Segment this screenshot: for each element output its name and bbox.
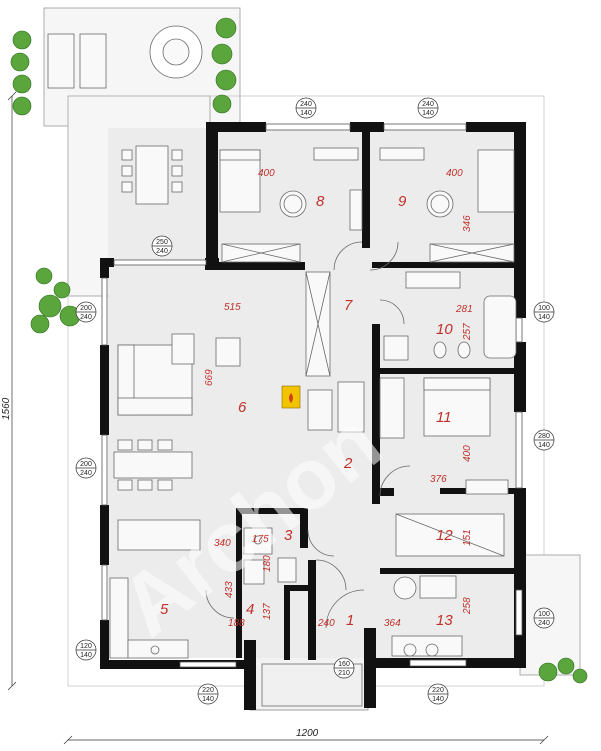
dim-bath-width: 281 [455, 304, 473, 315]
tag-window-living-side-h: 240 [80, 314, 92, 321]
dim-bed8-width: 400 [258, 168, 275, 179]
coffee-table [171, 333, 195, 365]
greenery [10, 17, 588, 684]
bathtub [483, 295, 517, 359]
windows [101, 123, 523, 668]
dim-hall-width: 240 [317, 618, 335, 629]
tag-window-kitchen-w: 120 [80, 643, 92, 650]
tag-window-bed11-h: 140 [538, 442, 550, 449]
room-number-13: 13 [436, 612, 453, 629]
opening-tags [75, 97, 555, 705]
tag-window-living-side-w: 200 [80, 305, 92, 312]
flame-icon [289, 393, 293, 403]
dim-closet-depth: 151 [462, 529, 473, 546]
tag-window-garage-side-h: 240 [538, 620, 550, 627]
furniture [47, 25, 517, 707]
dim-wc-width: 175 [252, 534, 269, 545]
bed-9 [477, 149, 515, 213]
room-number-12: 12 [436, 527, 453, 544]
room-number-8: 8 [316, 193, 325, 210]
room-number-6: 6 [238, 399, 247, 416]
room-number-10: 10 [436, 321, 453, 338]
dim-living-width: 515 [224, 302, 241, 313]
room-number-1: 1 [346, 612, 354, 629]
dim-kitchen-depth: 433 [224, 581, 235, 598]
dim-wc-depth: 180 [262, 555, 273, 572]
tag-window-top-right-w: 240 [422, 101, 434, 108]
dim-bed9-depth: 346 [462, 215, 473, 232]
tag-window-garage-side-w: 100 [538, 611, 550, 618]
room-number-11: 11 [436, 409, 452, 426]
dim-bed11-depth: 400 [462, 445, 473, 462]
room-number-4: 4 [246, 601, 254, 618]
room-number-5: 5 [160, 601, 169, 618]
room-number-7: 7 [344, 297, 353, 314]
overall-dimension-lines [7, 91, 549, 745]
dim-bed11-width: 376 [430, 474, 447, 485]
tag-window-bath-h: 140 [538, 314, 550, 321]
tag-door-entry-h: 210 [338, 670, 350, 677]
terrace-table [135, 145, 169, 205]
tag-door-entry-w: 160 [338, 661, 350, 668]
dining-table [113, 451, 193, 479]
doors [205, 241, 411, 629]
tag-window-top-right-h: 140 [422, 110, 434, 117]
overall-depth: 1560 [1, 397, 12, 420]
tag-window-terrace-w: 250 [156, 239, 168, 246]
tag-window-bottom-right-w: 220 [432, 687, 444, 694]
dim-bath-depth: 257 [462, 323, 473, 341]
dim-garage-width: 364 [384, 618, 401, 629]
room-number-3: 3 [284, 527, 293, 544]
overall-width: 1200 [296, 728, 319, 739]
tag-window-dining-w: 200 [80, 461, 92, 468]
tag-window-top-left-w: 240 [300, 101, 312, 108]
tag-window-bath-w: 100 [538, 305, 550, 312]
dim-utility-depth: 137 [262, 603, 273, 620]
tag-window-bottom-left-w: 220 [202, 687, 214, 694]
dim-garage-depth: 258 [462, 597, 473, 615]
room-dimensions: 400 400 346 515 669 281 257 376 400 151 … [204, 168, 473, 629]
dim-kitchen-width: 340 [214, 538, 231, 549]
tag-window-terrace-h: 240 [156, 248, 168, 255]
opening-tag-values: 240 140 240 140 250 240 200 240 200 240 … [80, 101, 550, 703]
room-number-2: 2 [343, 455, 353, 472]
tag-window-kitchen-h: 140 [80, 652, 92, 659]
tag-window-top-left-h: 140 [300, 110, 312, 117]
dim-utility-width: 188 [228, 618, 245, 629]
dim-living-depth: 669 [204, 369, 215, 386]
dim-bed9-width: 400 [446, 168, 463, 179]
armchair [215, 337, 241, 367]
tag-window-dining-h: 240 [80, 470, 92, 477]
tag-window-bottom-right-h: 140 [432, 696, 444, 703]
kitchen-island [117, 519, 201, 551]
tag-window-bed11-w: 280 [538, 433, 550, 440]
tag-window-bottom-left-h: 140 [202, 696, 214, 703]
room-number-9: 9 [398, 193, 407, 210]
room-numbers: 1 2 3 4 5 6 7 8 9 10 11 12 13 [160, 193, 453, 629]
